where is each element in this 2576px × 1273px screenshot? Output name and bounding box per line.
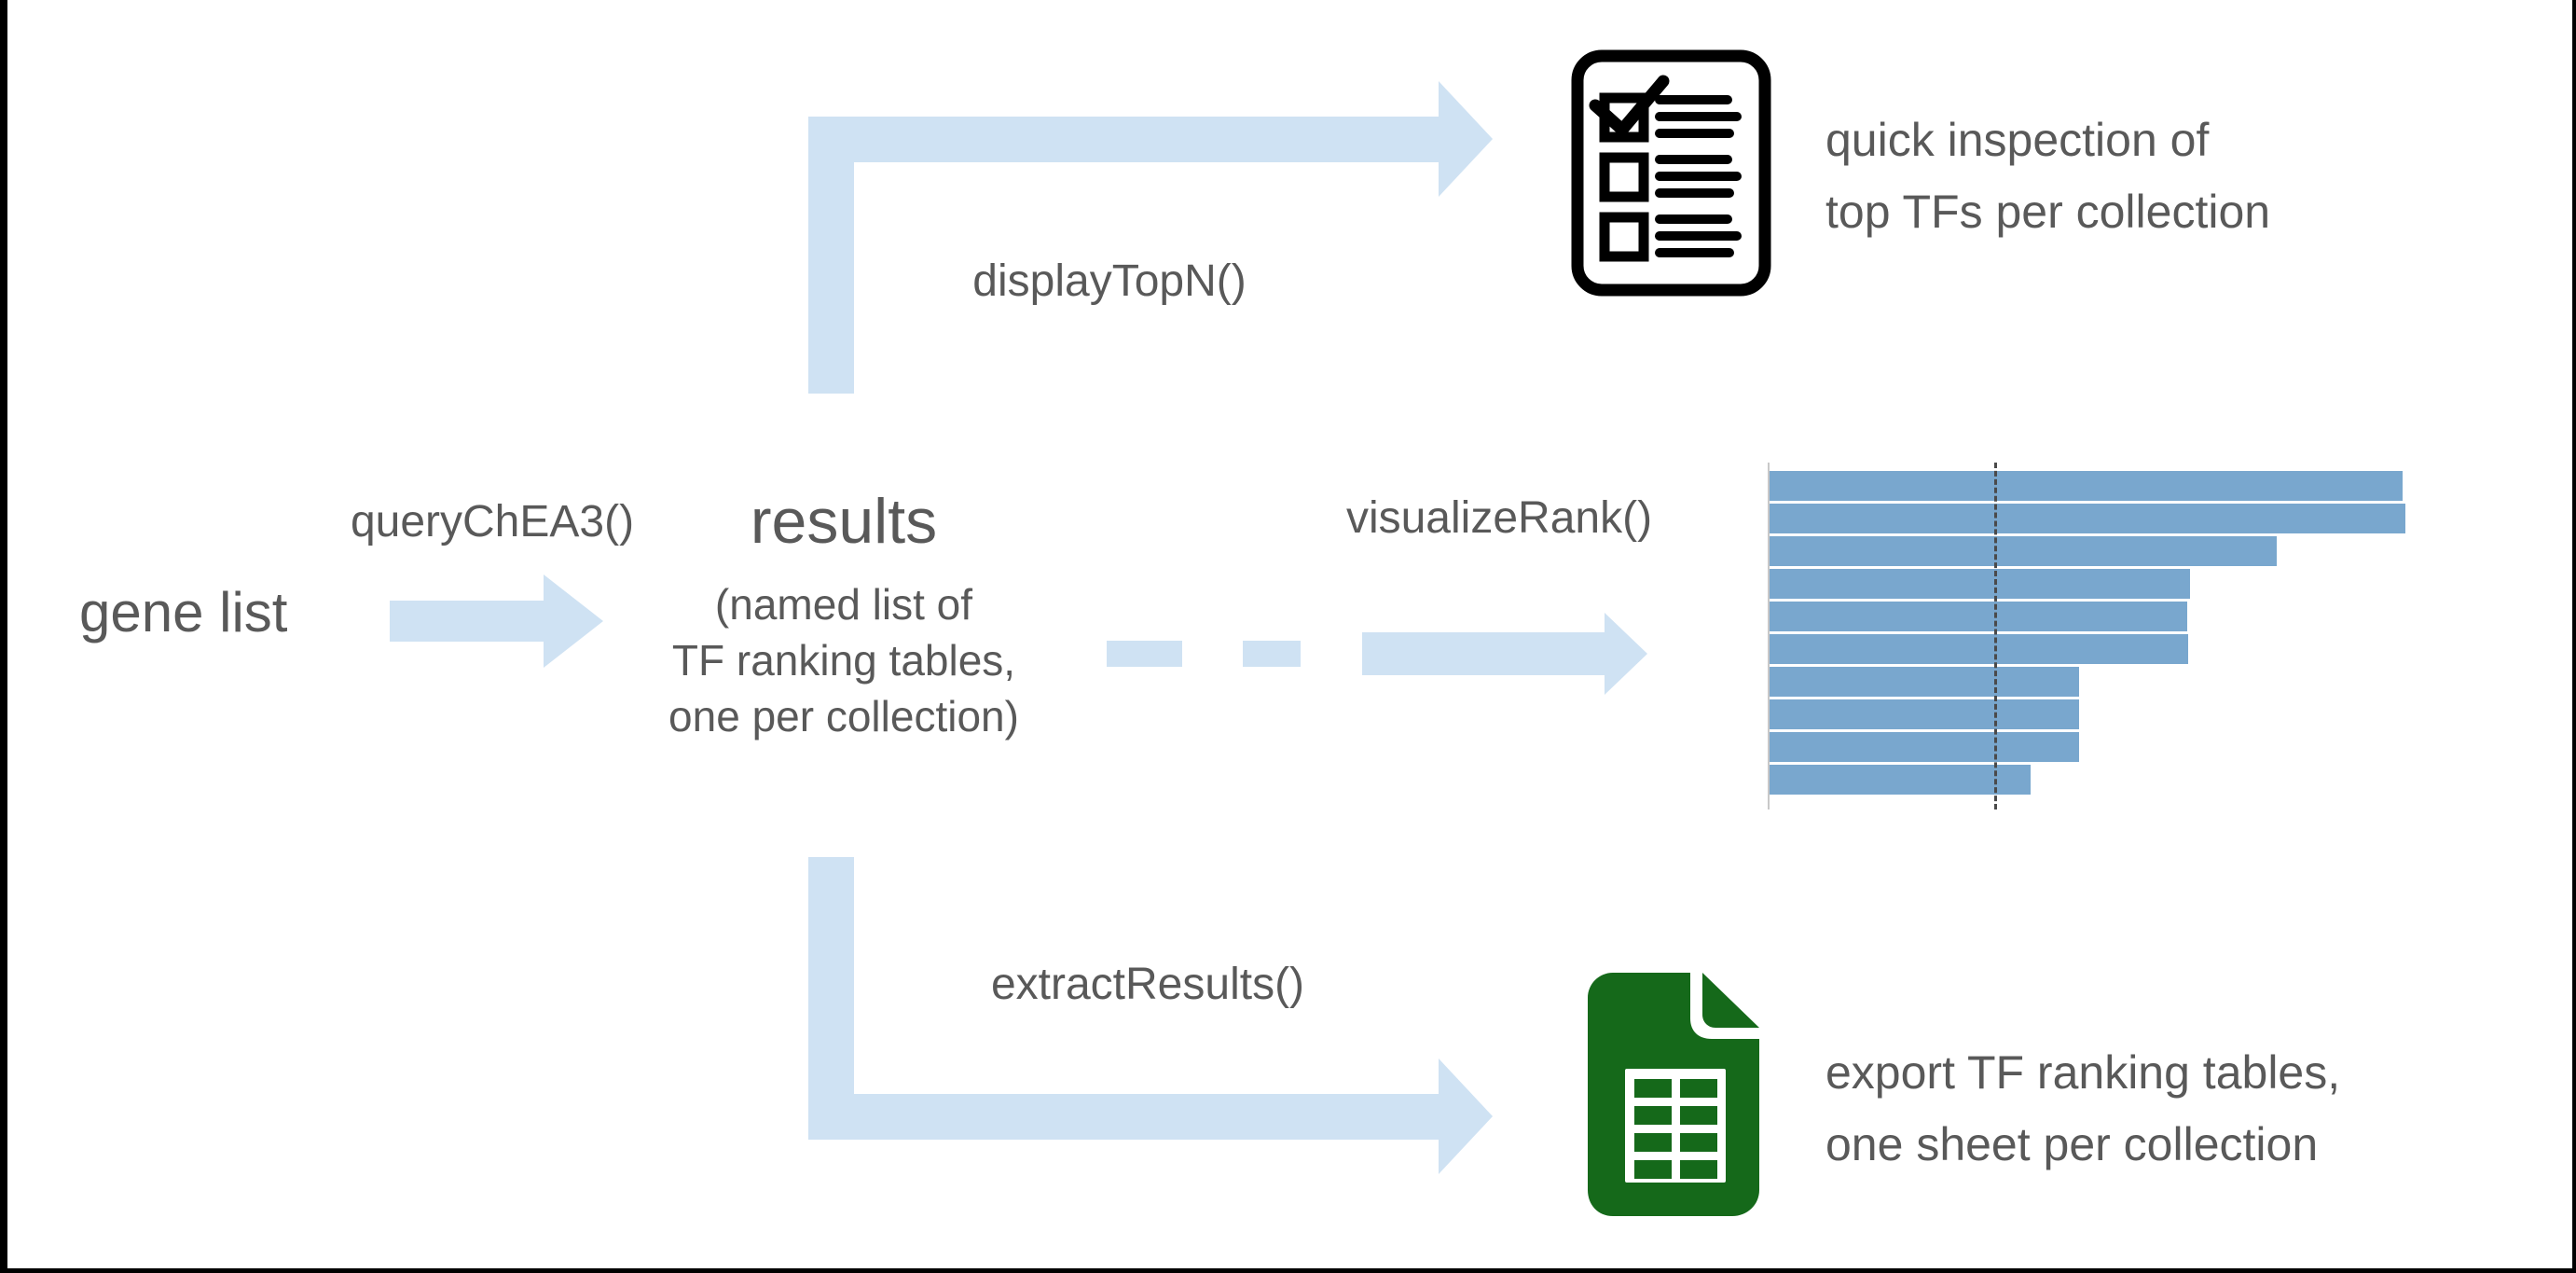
- bar-chart-axis-line: [1768, 463, 1770, 809]
- export-caption-line1: export TF ranking tables,: [1825, 1046, 2341, 1099]
- visualize-arrow-head: [1605, 613, 1647, 695]
- frame-left-edge: [0, 0, 7, 1273]
- rank-bar-chart: [1770, 471, 2413, 802]
- green-spreadsheet-icon: [1588, 973, 1759, 1216]
- rank-bar: [1770, 536, 2277, 566]
- results-subtitle-line3: one per collection): [668, 692, 1019, 740]
- extract-arrow-head: [1439, 1059, 1493, 1174]
- inspection-caption: quick inspection of top TFs per collecti…: [1825, 104, 2270, 248]
- rank-bar: [1770, 667, 2079, 697]
- export-caption-line2: one sheet per collection: [1825, 1118, 2319, 1170]
- inspection-caption-line1: quick inspection of: [1825, 114, 2210, 166]
- inspection-caption-line2: top TFs per collection: [1825, 186, 2271, 238]
- rank-bar: [1770, 765, 2031, 795]
- export-caption: export TF ranking tables, one sheet per …: [1825, 1037, 2340, 1181]
- results-node-title: results: [750, 486, 938, 557]
- rank-bar: [1770, 569, 2190, 599]
- query-arrow-body: [390, 601, 544, 642]
- query-arrow-head: [544, 574, 603, 668]
- display-topn-arrow-head: [1439, 81, 1493, 197]
- rank-bar: [1770, 471, 2403, 501]
- display-topn-arrow-vertical: [808, 117, 854, 394]
- results-subtitle-line1: (named list of: [714, 580, 973, 629]
- rank-bar: [1770, 699, 2079, 729]
- visualize-arrow-dash2: [1243, 641, 1301, 667]
- gene-list-node: gene list: [79, 581, 288, 643]
- visualize-arrow-body: [1362, 632, 1605, 675]
- query-function-label: queryChEA3(): [350, 497, 635, 547]
- display-topn-function-label: displayTopN(): [972, 256, 1247, 306]
- extract-arrow-vertical: [808, 857, 854, 1140]
- checklist-document-icon: [1571, 49, 1771, 297]
- visualize-rank-function-label: visualizeRank(): [1345, 493, 1653, 543]
- results-subtitle-line2: TF ranking tables,: [671, 636, 1016, 685]
- display-topn-arrow-horizontal: [808, 117, 1439, 162]
- extract-arrow-horizontal: [808, 1094, 1439, 1140]
- rank-bar: [1770, 732, 2079, 762]
- bar-chart-reference-line: [1993, 463, 1997, 809]
- extract-results-function-label: extractResults(): [990, 960, 1305, 1009]
- frame-bottom-edge: [0, 1268, 2576, 1273]
- results-node-subtitle: (named list of TF ranking tables, one pe…: [668, 576, 1019, 744]
- rank-bar: [1770, 634, 2188, 664]
- visualize-arrow-dash1: [1107, 641, 1182, 667]
- rank-bar: [1770, 602, 2187, 631]
- rank-bar: [1770, 504, 2405, 533]
- frame-right-edge: [2572, 0, 2576, 1273]
